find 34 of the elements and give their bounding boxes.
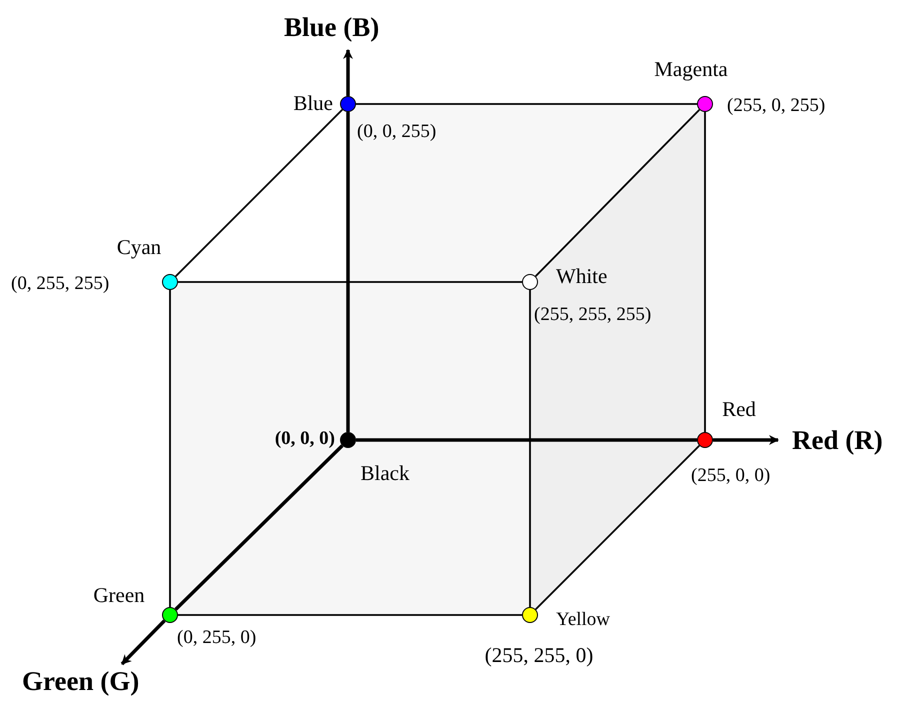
cube-edge	[535, 445, 700, 610]
color-name: Red	[722, 399, 756, 420]
color-name: Black	[360, 463, 410, 484]
cube-edge	[534, 109, 700, 277]
axis-arrow	[120, 620, 166, 666]
rgb-value: (255, 0, 255)	[727, 96, 826, 115]
color-name: Yellow	[556, 610, 610, 629]
rgb-value: (0, 255, 255)	[11, 274, 110, 293]
axis-label: Red (R)	[792, 427, 883, 454]
cube-edge	[178, 614, 522, 616]
cube-edge	[169, 290, 171, 607]
color-name: Green	[93, 585, 145, 606]
color-name: Cyan	[116, 237, 162, 258]
cube-edge	[356, 438, 697, 442]
rgb-value: (0, 0, 0)	[274, 429, 335, 448]
rgb-value: (0, 255, 0)	[177, 628, 256, 647]
cube-edge	[178, 281, 522, 283]
cube-edge	[174, 444, 344, 611]
rgb-value: (255, 255, 0)	[484, 645, 594, 666]
cube-edge	[356, 103, 697, 105]
rgb-value: (255, 0, 0)	[691, 466, 770, 485]
rgb-value: (255, 255, 255)	[534, 305, 652, 324]
cube-edge	[346, 112, 350, 432]
axis-arrow	[713, 435, 779, 445]
cube-edge	[704, 112, 706, 432]
axis-label: Blue (B)	[284, 14, 380, 41]
axis-arrow	[343, 49, 353, 96]
cube-edge	[529, 290, 531, 607]
axis-label: Green (G)	[22, 668, 140, 695]
color-name: Blue	[293, 93, 333, 114]
cube-edge	[175, 109, 343, 277]
color-name: Magenta	[654, 59, 728, 80]
rgb-value: (0, 0, 255)	[357, 122, 436, 141]
color-name: White	[556, 266, 608, 287]
